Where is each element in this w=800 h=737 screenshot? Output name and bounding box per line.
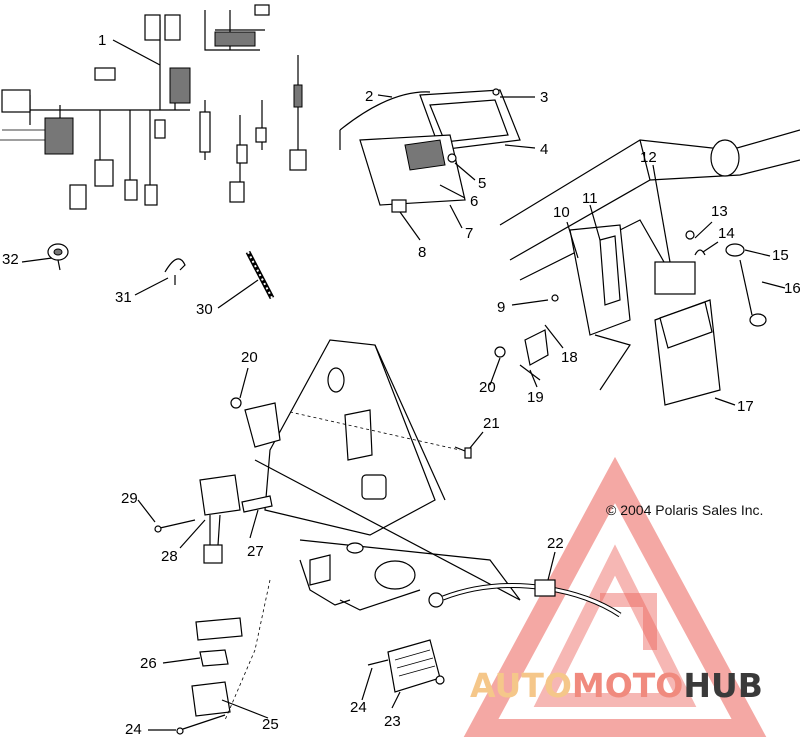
callout-24a: 24 (350, 699, 367, 716)
callout-16: 16 (784, 280, 800, 297)
copyright-notice: © 2004 Polaris Sales Inc. (606, 502, 763, 518)
callout-23: 23 (384, 713, 401, 730)
callout-17: 17 (737, 398, 754, 415)
callout-4: 4 (540, 141, 548, 158)
callout-20a: 20 (241, 349, 258, 366)
callout-9: 9 (497, 299, 505, 316)
callout-27: 27 (247, 543, 264, 560)
watermark-part-moto: MOTO (572, 666, 683, 705)
watermark-part-auto: AUTO (470, 666, 572, 705)
callout-7: 7 (465, 225, 473, 242)
callout-labels: 1 2 3 4 5 6 7 8 9 10 11 12 13 14 15 16 1… (2, 32, 800, 737)
callout-29: 29 (121, 490, 138, 507)
callout-25: 25 (262, 716, 279, 733)
regulator (367, 639, 445, 693)
callout-30: 30 (196, 301, 213, 318)
callout-32: 32 (2, 251, 19, 268)
callout-22: 22 (547, 535, 564, 552)
part-32-grommet (47, 243, 69, 271)
callout-13: 13 (711, 203, 728, 220)
callout-11: 11 (582, 190, 598, 207)
callout-10: 10 (553, 204, 570, 221)
watermark-part-hub: HUB (683, 666, 763, 705)
callout-15: 15 (772, 247, 789, 264)
callout-28: 28 (161, 548, 178, 565)
relay-parts (176, 579, 271, 735)
callout-8: 8 (418, 244, 426, 261)
callout-3: 3 (540, 89, 548, 106)
callout-18: 18 (561, 349, 578, 366)
callout-19: 19 (527, 389, 544, 406)
part-31-clip (164, 258, 186, 285)
callout-1: 1 (98, 32, 106, 49)
frame-upper (494, 129, 800, 406)
watermark-logo (463, 456, 767, 737)
callout-24b: 24 (125, 721, 142, 737)
callout-12: 12 (640, 149, 657, 166)
battery-cable (428, 579, 622, 618)
callout-31: 31 (115, 289, 132, 306)
leader-lines (21, 39, 786, 731)
module-parts (154, 474, 273, 564)
callout-6: 6 (470, 193, 478, 210)
callout-20b: 20 (479, 379, 496, 396)
main-bracket (230, 339, 521, 611)
callout-2: 2 (365, 88, 373, 105)
callout-5: 5 (478, 175, 486, 192)
taillight-assembly (339, 88, 521, 213)
watermark-text: AUTOMOTOHUB (470, 666, 763, 705)
callout-14: 14 (718, 225, 735, 242)
callout-21: 21 (483, 415, 500, 432)
callout-26: 26 (140, 655, 157, 672)
part-30-strap (245, 250, 275, 300)
wiring-harness (0, 4, 307, 210)
